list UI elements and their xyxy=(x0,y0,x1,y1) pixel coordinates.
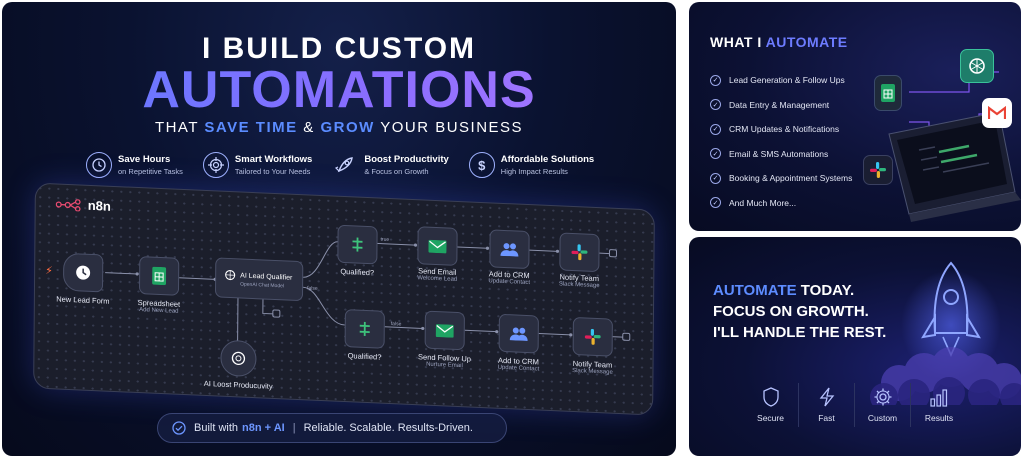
list-item: ✓CRM Updates & Notifications xyxy=(710,117,852,142)
rocket-icon xyxy=(332,152,358,178)
shield-icon xyxy=(762,387,779,407)
lightning-icon: ⚡ xyxy=(45,264,53,278)
rocket-icon xyxy=(870,261,1021,405)
pillars-row: Secure Fast Custom Results xyxy=(689,383,1021,427)
clock-icon xyxy=(76,265,91,280)
bar-chart-icon xyxy=(930,389,948,407)
growth-panel: AUTOMATE TODAY. FOCUS ON GROWTH. I'LL HA… xyxy=(689,237,1021,456)
slack-icon xyxy=(571,244,588,261)
check-circle-icon xyxy=(172,421,186,435)
email-icon xyxy=(428,239,447,253)
users-icon xyxy=(509,327,528,342)
sheets-icon xyxy=(152,266,167,286)
edge-label-true: true xyxy=(380,236,390,243)
slack-icon xyxy=(863,155,893,185)
node-send-follow-up[interactable] xyxy=(424,310,465,351)
if-branch-icon xyxy=(352,237,363,252)
target-icon xyxy=(202,152,229,178)
list-item: ✓Lead Generation & Follow Ups xyxy=(710,68,852,93)
benefit-boost-productivity: Boost Productivity& Focus on Growth xyxy=(332,152,449,178)
n8n-logo: n8n xyxy=(55,196,111,214)
list-item: ✓Booking & Appointment Systems xyxy=(710,166,852,191)
list-item: ✓Data Entry & Management xyxy=(710,93,852,118)
node-add-to-crm-1[interactable] xyxy=(489,229,530,270)
headline-line1: I BUILD CUSTOM xyxy=(201,32,477,65)
check-icon: ✓ xyxy=(710,99,721,111)
node-spreadsheet[interactable] xyxy=(138,256,180,296)
node-add-to-crm-2[interactable] xyxy=(498,313,539,354)
edge-label-false-top: false xyxy=(307,285,318,292)
dollar-icon: $ xyxy=(468,152,495,178)
edge-label-false: false xyxy=(390,321,402,328)
headline-tagline: THAT SAVE TIME & GROW YOUR BUSINESS xyxy=(154,119,524,136)
pillar-custom: Custom xyxy=(855,383,911,427)
check-icon: ✓ xyxy=(710,74,721,86)
list-item: ✓And Much More... xyxy=(710,191,852,216)
automate-title: WHAT I AUTOMATE xyxy=(710,34,848,50)
chatgpt-icon xyxy=(960,49,994,83)
check-icon: ✓ xyxy=(710,148,721,160)
pillar-fast: Fast xyxy=(799,383,855,427)
check-icon: ✓ xyxy=(710,123,721,135)
clock-icon xyxy=(86,152,112,178)
lightning-icon xyxy=(819,387,834,407)
headline-automations: AUTOMATIONS xyxy=(2,60,676,120)
workflow-canvas: n8n xyxy=(33,182,655,416)
node-qualified-2[interactable] xyxy=(344,309,385,349)
if-branch-icon xyxy=(359,321,370,336)
node-send-email[interactable] xyxy=(417,226,458,266)
node-notify-team-1[interactable] xyxy=(559,232,600,273)
slack-icon xyxy=(584,328,601,345)
users-icon xyxy=(500,243,519,257)
list-item: ✓Email & SMS Automations xyxy=(710,142,852,167)
laptop-illustration xyxy=(888,71,1021,222)
what-i-automate-panel: WHAT I AUTOMATE ✓Lead Generation & Follo… xyxy=(689,2,1021,231)
growth-headline: AUTOMATE TODAY. FOCUS ON GROWTH. I'LL HA… xyxy=(713,282,887,341)
node-ai-sub-model[interactable] xyxy=(220,339,257,378)
google-sheets-icon xyxy=(874,75,902,111)
workflow-edges xyxy=(105,241,631,343)
node-new-lead-form[interactable] xyxy=(62,252,104,293)
node-notify-team-2[interactable] xyxy=(572,316,613,357)
openai-icon xyxy=(225,269,236,281)
openai-icon xyxy=(231,351,246,366)
email-icon xyxy=(435,323,454,338)
pillar-secure: Secure xyxy=(743,383,799,427)
check-icon: ✓ xyxy=(710,197,721,209)
node-ai-lead-qualifier[interactable]: AI Lead Qualifier OpenAI Chat Model xyxy=(214,257,304,302)
gear-icon xyxy=(874,388,891,406)
pillar-results: Results xyxy=(911,383,967,427)
main-hero-panel: I BUILD CUSTOM AUTOMATIONS THAT SAVE TIM… xyxy=(2,2,676,456)
node-qualified-1[interactable] xyxy=(337,224,378,265)
check-icon: ✓ xyxy=(710,172,721,184)
automate-list: ✓Lead Generation & Follow Ups ✓Data Entr… xyxy=(710,68,852,215)
gmail-icon xyxy=(982,98,1012,128)
